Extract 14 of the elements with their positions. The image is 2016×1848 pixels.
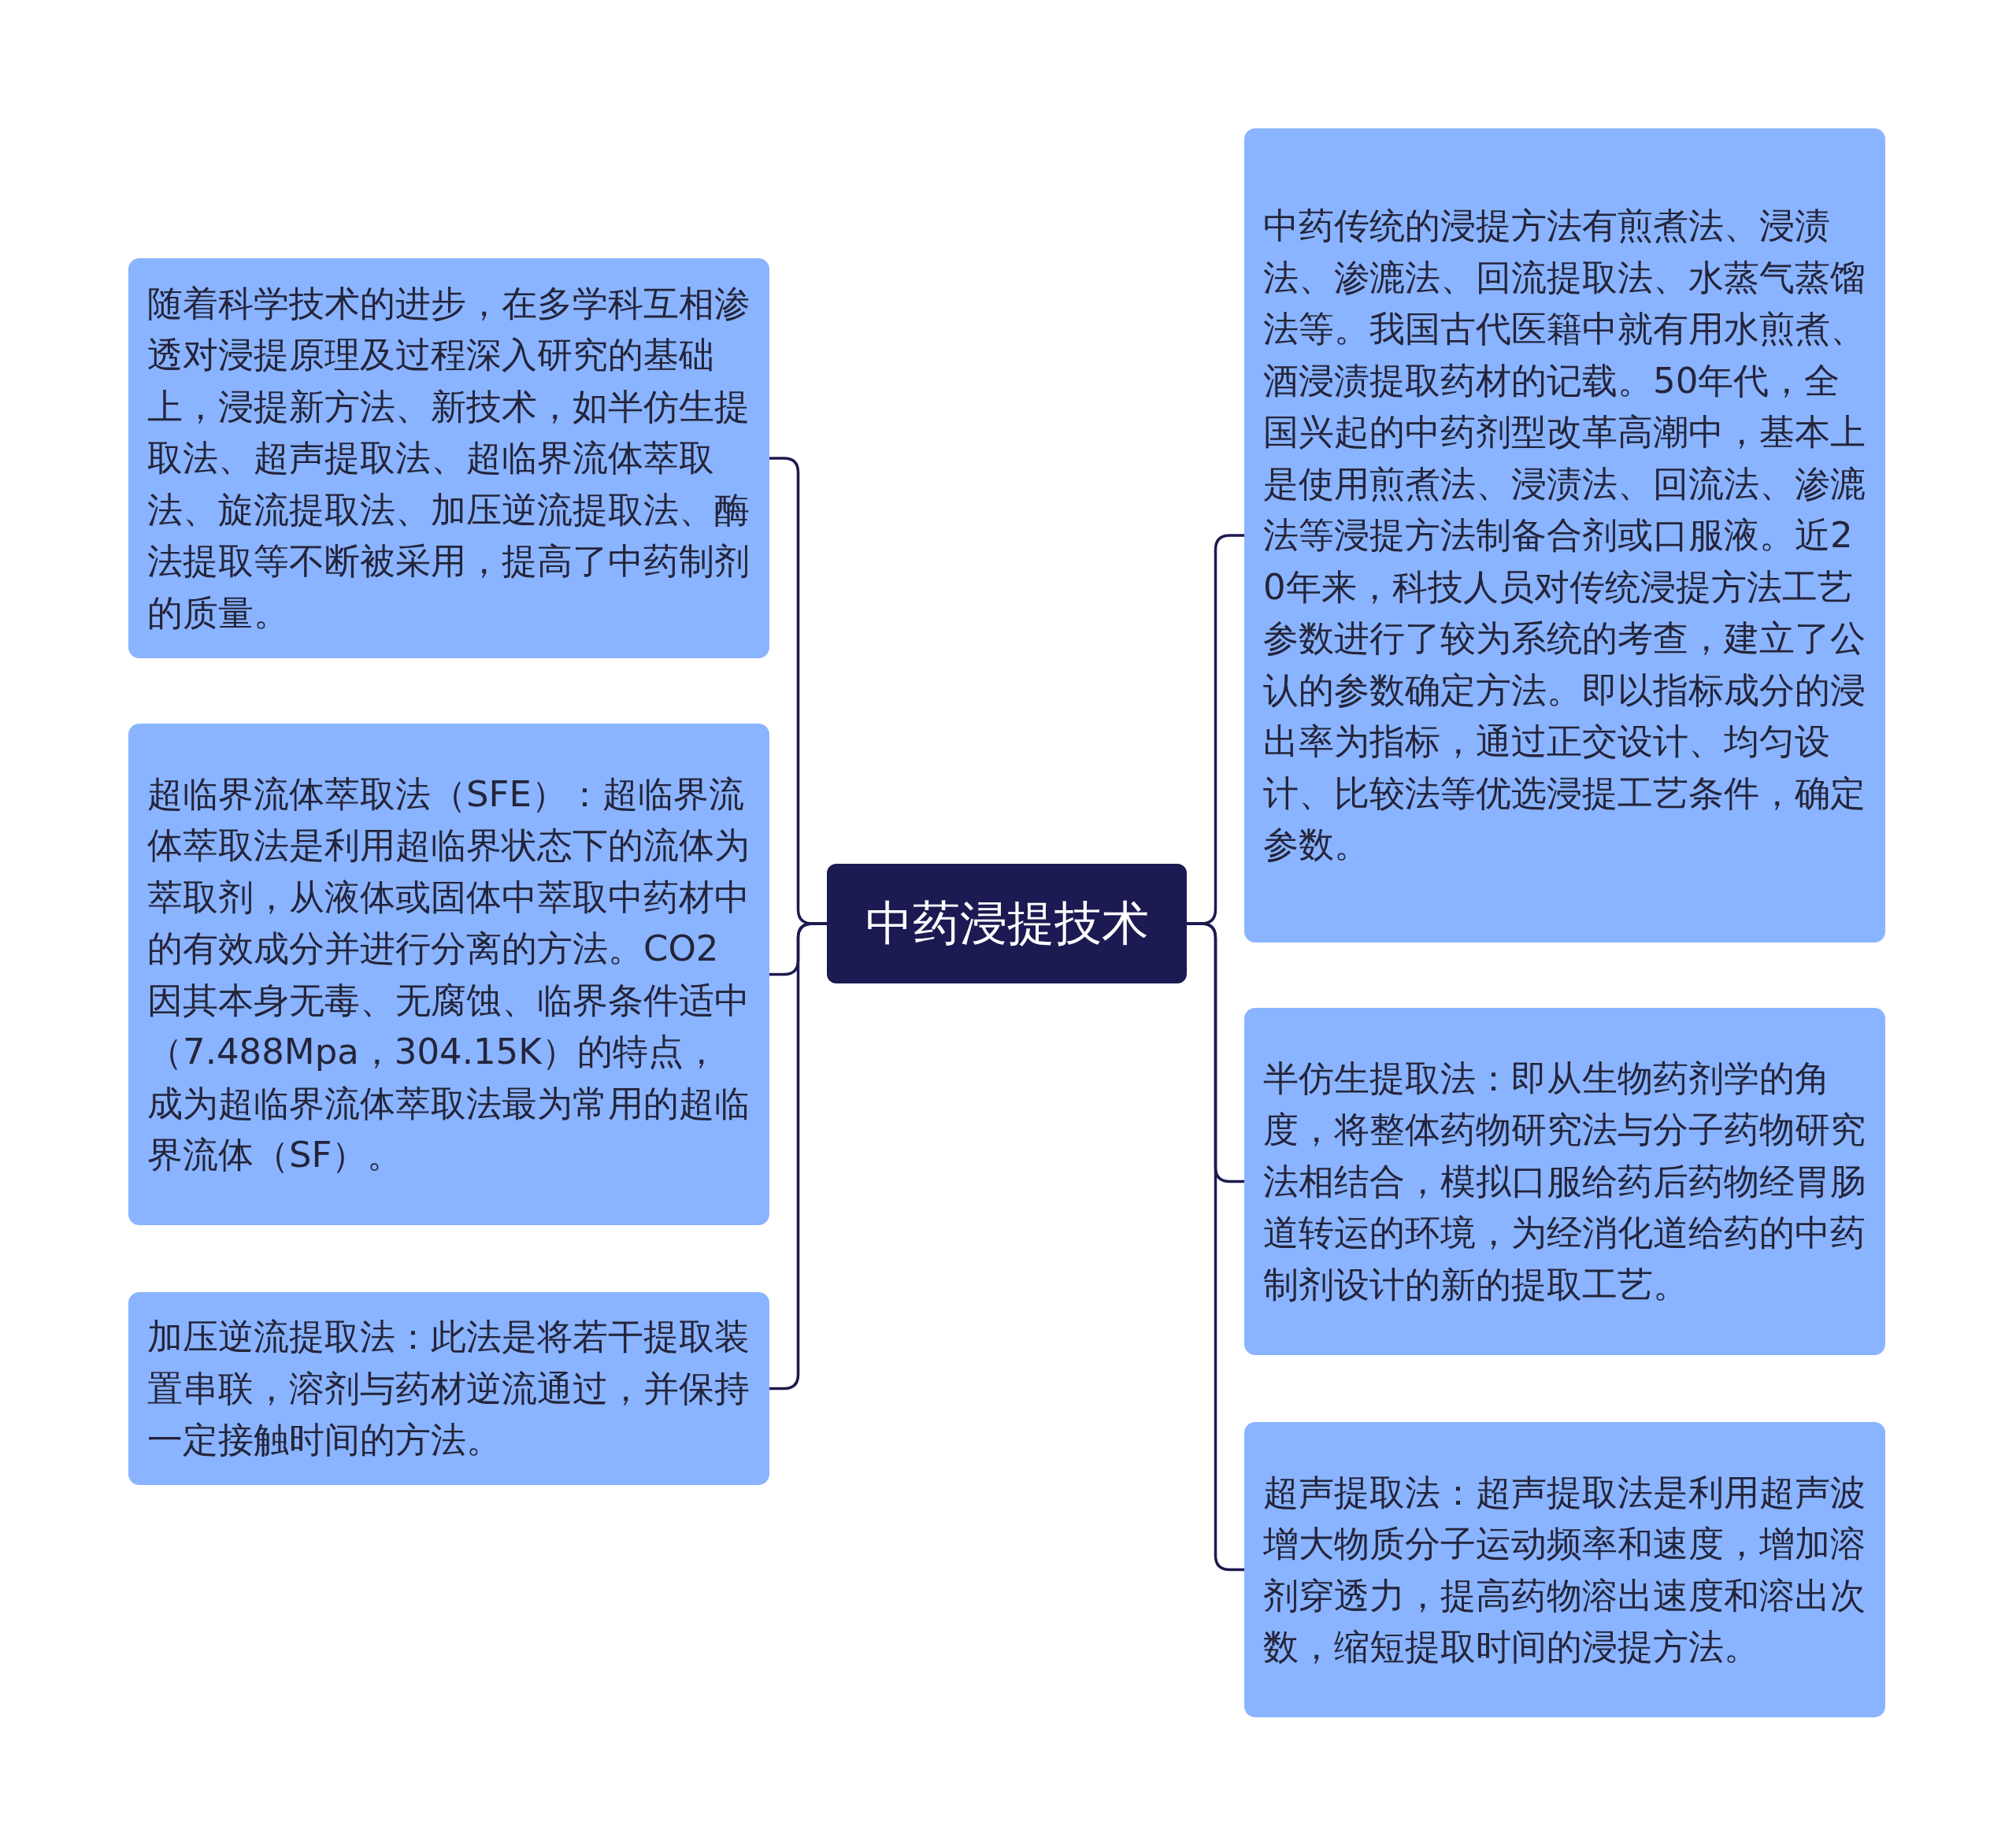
- topic-box: [827, 864, 1187, 983]
- note-box: [128, 258, 769, 658]
- note-box: [128, 724, 769, 1225]
- node-text: 超声提取法：超声提取法是利用超声波增大物质分子运动频率和速度，增加溶剂穿透力，提高药物溶出速度和溶出次数，缩短提取时间的浸提方法。: [1263, 1470, 1866, 1669]
- node-text: 超临界流体萃取法（SFE）：超临界流体萃取法是利用超临界状态下的流体为萃取剂，从液体或固体中萃取中药材中的有效成分并进行分离的方法。CO2因其本身无毒、无腐蚀、临界条件适中（7.488Mpa，304.15K）的特点，成为超临界流体萃取法最为常用的超临界流体（SF）。: [147, 772, 750, 1177]
- node-text: 中药传统的浸提方法有煎煮法、浸渍法、渗漉法、回流提取法、水蒸气蒸馏法等。我国古代医籍中就有用水煎煮、酒浸渍提取药材的记载。50年代，全国兴起的中药剂型改革高潮中，基本上是使用煎煮法、浸渍法、回流法、渗漉法等浸提方法制备合剂或口服液。近20年来，科技人员对传统浸提方法工艺参数进行了较为系统的考查，建立了公认的参数确定方法。即以指标成分的浸出率为指标，通过正交设计、均匀设计、比较法等优选浸提工艺条件，确定参数。: [1263, 204, 1866, 868]
- node-text: 加压逆流提取法：此法是将若干提取装置串联，溶剂与药材逆流通过，并保持一定接触时间的方法。: [147, 1315, 750, 1463]
- node-text: 半仿生提取法：即从生物药剂学的角度，将整体药物研究法与分子药物研究法相结合，模拟口服给药后药物经胃肠道转运的环境，为经消化道给药的中药制剂设计的新的提取工艺。: [1263, 1056, 1866, 1307]
- note-box: [1244, 1008, 1885, 1355]
- node-text: 随着科学技术的进步，在多学科互相渗透对浸提原理及过程深入研究的基础上，浸提新方法、新技术，如半仿生提取法、超声提取法、超临界流体萃取法、旋流提取法、加压逆流提取法、酶法提取等不断被采用，提高了中药制剂的质量。: [147, 281, 750, 635]
- node-text: 中药浸提技术: [865, 894, 1149, 952]
- note-box: [128, 1292, 769, 1485]
- note-box: [1244, 1422, 1885, 1717]
- note-box: [1244, 128, 1885, 943]
